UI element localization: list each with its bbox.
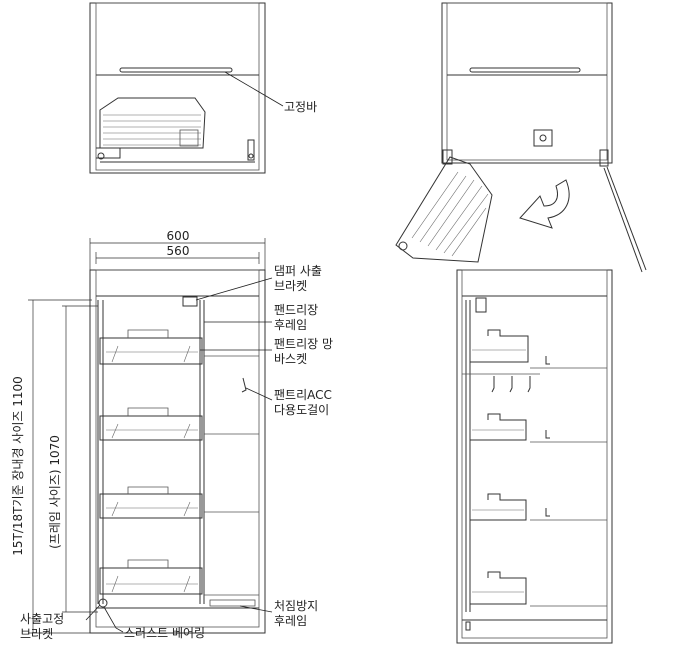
dim-1070: (프레임 사이즈) 1070 — [48, 435, 62, 549]
basket-2 — [99, 407, 203, 441]
side-basket-4 — [470, 571, 527, 605]
callout-antisag-line1: 처짐방지 — [274, 599, 318, 613]
callout-damper-line2: 브라켓 — [274, 279, 307, 293]
basket-4 — [99, 559, 203, 595]
callout-frame-line2: 후레임 — [274, 318, 307, 332]
basket-stowed — [99, 97, 206, 149]
callout-damper-line1: 댐퍼 사출 — [274, 264, 322, 278]
callout-injection-line1: 사출고정 — [20, 612, 64, 626]
callout-hook-line1: 팬트리ACC — [274, 388, 332, 402]
side-hooks — [491, 376, 531, 393]
side-elevation — [456, 269, 613, 644]
side-basket-2 — [470, 413, 527, 441]
callout-injection-line2: 브라켓 — [20, 627, 53, 641]
dim-560: 560 — [167, 244, 190, 258]
dim-600: 600 — [167, 229, 190, 243]
dim-1100: 15T/18T기준 장내경 사이즈 1100 — [11, 376, 25, 556]
callout-basket-line2: 바스켓 — [274, 352, 307, 366]
front-elevation: 600 560 15T/18T기준 장내경 사이즈 1100 (프레임 사이즈)… — [11, 229, 333, 641]
basket-swung-out — [395, 149, 493, 263]
thrust-bearing — [98, 598, 108, 608]
side-basket-1 — [470, 329, 529, 363]
basket-1 — [99, 329, 203, 365]
cabinet-closed-view: 고정바 — [89, 2, 317, 174]
callout-bearing: 스러스트 베어링 — [124, 626, 205, 640]
fixing-bar — [119, 67, 233, 73]
callout-antisag-line2: 후레임 — [274, 614, 307, 628]
rotation-arrow — [519, 179, 570, 229]
basket-3 — [99, 486, 203, 519]
callout-hook-line2: 다용도걸이 — [274, 403, 329, 417]
damper-bracket — [182, 296, 198, 307]
label-fixing-bar: 고정바 — [284, 100, 317, 114]
mounting-bracket — [533, 129, 553, 147]
side-basket-3 — [470, 493, 527, 521]
callout-frame-line1: 팬드리장 — [274, 303, 318, 317]
callout-basket-line1: 팬트리장 망 — [274, 337, 333, 351]
acc-hook — [241, 377, 247, 393]
cabinet-open-view — [395, 2, 647, 273]
